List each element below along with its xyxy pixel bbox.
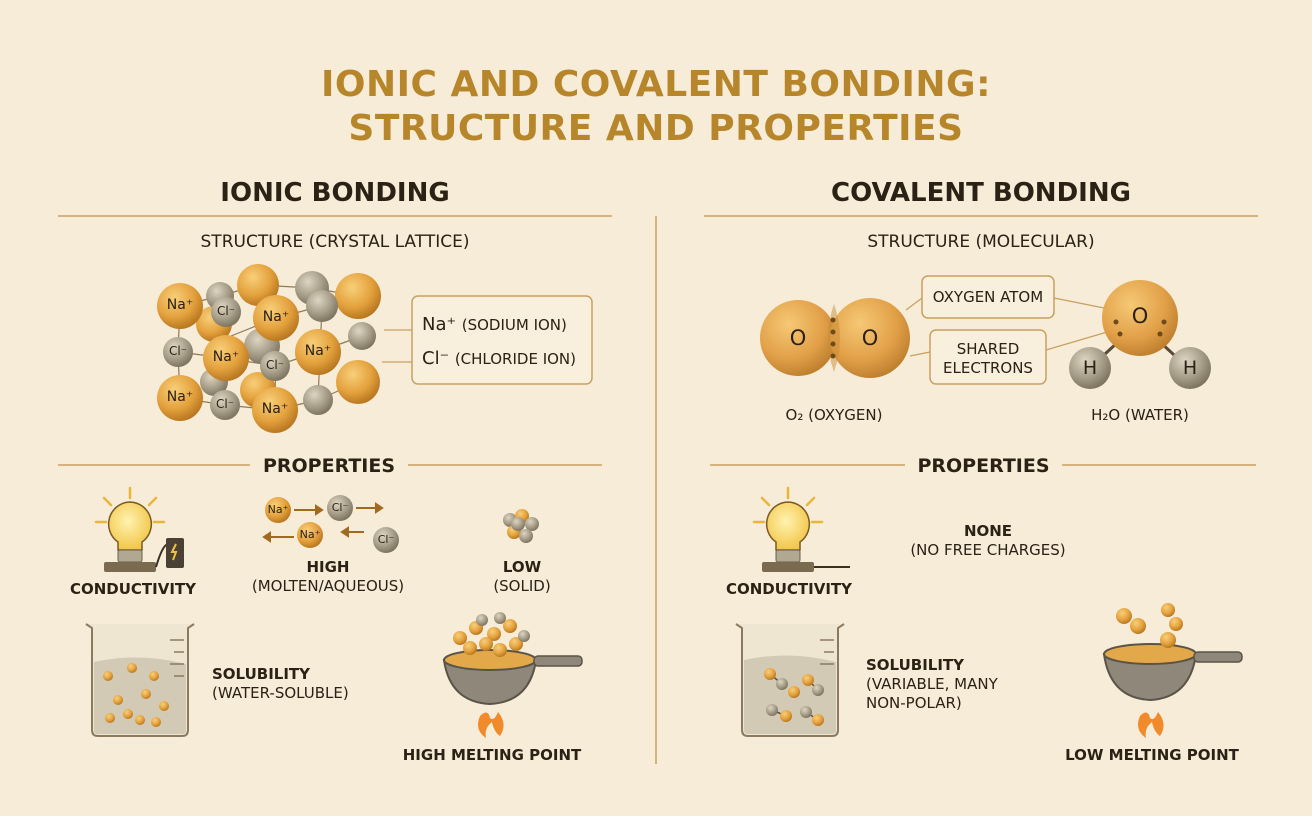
ionic-melting-label: HIGH MELTING POINT: [402, 746, 582, 764]
ionic-heading: IONIC BONDING: [220, 178, 450, 208]
lattice-label-na: Na⁺: [261, 401, 289, 417]
o2-atom-left: [760, 300, 836, 376]
o2-atom-right: [830, 298, 910, 378]
shared-electron-dots: [830, 317, 836, 359]
lattice-label-cl: Cl⁻: [265, 358, 285, 372]
callout-shared-line-2: ELECTRONS: [943, 359, 1033, 377]
lattice-na-front: [252, 387, 298, 433]
ionic-solubility-label: SOLUBILITY: [212, 665, 311, 683]
covalent-none-sub: (NO FREE CHARGES): [910, 541, 1066, 559]
callout-oxygen-atom-box: [921, 275, 1055, 319]
legend-cl-text: (CHLORIDE ION): [454, 350, 576, 368]
covalent-melting-label: LOW MELTING POINT: [1065, 746, 1239, 764]
lattice-na-back: [336, 360, 380, 404]
o2-label: O₂ (OXYGEN): [785, 406, 883, 424]
lattice-cl-front: [163, 337, 193, 367]
mobile-ion-label-na: Na⁺: [299, 528, 321, 541]
covalent-melting-pot-icon: [1102, 603, 1243, 738]
lattice-label-na: Na⁺: [212, 349, 240, 365]
legend-cl-symbol: Cl⁻: [422, 348, 450, 369]
callout-shared-line-1: SHARED: [956, 340, 1020, 358]
lattice-label-cl: Cl⁻: [216, 304, 236, 318]
lattice-cl-back: [348, 322, 376, 350]
covalent-structure-label: STRUCTURE (MOLECULAR): [867, 232, 1095, 252]
lattice-na-front: [157, 375, 203, 421]
covalent-solubility-sub-1: (VARIABLE, MANY: [866, 675, 998, 693]
ionic-solubility-sub: (WATER-SOLUBLE): [212, 684, 349, 702]
ionic-high-label: HIGH: [306, 558, 350, 576]
covalent-solubility-sub-2: NON-POLAR): [866, 694, 962, 712]
lattice-na-back: [335, 273, 381, 319]
lattice-cl-back: [306, 290, 338, 322]
lattice-na-front: [157, 283, 203, 329]
lattice-label-na: Na⁺: [262, 309, 290, 325]
mobile-ion-label-cl: Cl⁻: [377, 533, 395, 546]
h2o-hydrogen-left: [1069, 347, 1111, 389]
o2-atom-label: O: [789, 326, 807, 350]
covalent-none-label: NONE: [963, 522, 1013, 540]
lattice-ions: [157, 264, 381, 433]
lattice-label-na: Na⁺: [166, 389, 194, 405]
lattice-label-na: Na⁺: [304, 343, 332, 359]
lattice-na-front: [253, 295, 299, 341]
ionic-structure-label: STRUCTURE (CRYSTAL LATTICE): [200, 232, 470, 252]
lattice-na-back: [237, 264, 279, 306]
covalent-lightbulb-icon: [752, 486, 850, 572]
ionic-beaker-icon: [85, 623, 195, 737]
title-line-1: IONIC AND COVALENT BONDING:: [321, 64, 991, 105]
ionic-low-sub: (SOLID): [493, 577, 551, 595]
h2o-hydrogen-right: [1169, 347, 1211, 389]
h2o-oxygen-label: O: [1131, 304, 1149, 328]
lattice-cl-back: [303, 385, 333, 415]
ionic-low-label: LOW: [502, 558, 542, 576]
lattice-label-na: Na⁺: [166, 297, 194, 313]
covalent-conductivity-label: CONDUCTIVITY: [725, 580, 853, 598]
ion-legend-box: [411, 295, 593, 385]
covalent-beaker-icon: [735, 623, 845, 737]
legend-na-text: (SODIUM ION): [461, 316, 567, 334]
h2o-hydrogen-label: H: [1082, 357, 1098, 379]
covalent-properties-heading: PROPERTIES: [917, 455, 1050, 477]
mobile-ion-label-cl: Cl⁻: [331, 501, 349, 514]
callout-oxygen-atom: OXYGEN ATOM: [932, 288, 1044, 306]
ionic-properties-heading: PROPERTIES: [262, 455, 396, 477]
lattice-cl-front: [210, 390, 240, 420]
mobile-ion-label-na: Na⁺: [267, 503, 289, 516]
lattice-cl-front: [211, 297, 241, 327]
lattice-label-cl: Cl⁻: [168, 344, 188, 358]
legend-cl: Cl⁻ (CHLORIDE ION): [422, 348, 576, 369]
title-line-2: STRUCTURE AND PROPERTIES: [348, 108, 964, 149]
legend-na-symbol: Na⁺: [422, 314, 456, 335]
h2o-label: H₂O (WATER): [1091, 406, 1189, 424]
ionic-high-sub: (MOLTEN/AQUEOUS): [251, 577, 405, 595]
h2o-hydrogen-label: H: [1182, 357, 1198, 379]
o2-atom-label: O: [861, 326, 879, 350]
covalent-heading: COVALENT BONDING: [831, 178, 1131, 208]
mobile-ions-icon: [262, 495, 399, 553]
lattice-label-cl: Cl⁻: [215, 397, 235, 411]
ionic-melting-pot-icon: [442, 612, 583, 738]
lattice-na-front: [295, 329, 341, 375]
callout-shared-electrons-box: [929, 329, 1047, 385]
ionic-conductivity-label: CONDUCTIVITY: [69, 580, 197, 598]
h2o-oxygen-atom: [1102, 280, 1178, 356]
solid-ion-cluster-icon: [503, 509, 539, 543]
legend-na: Na⁺ (SODIUM ION): [422, 314, 567, 335]
ionic-lightbulb-icon: [94, 486, 184, 572]
covalent-solubility-label: SOLUBILITY: [866, 656, 965, 674]
lattice-cl-front: [260, 351, 290, 381]
lattice-na-front: [203, 335, 249, 381]
